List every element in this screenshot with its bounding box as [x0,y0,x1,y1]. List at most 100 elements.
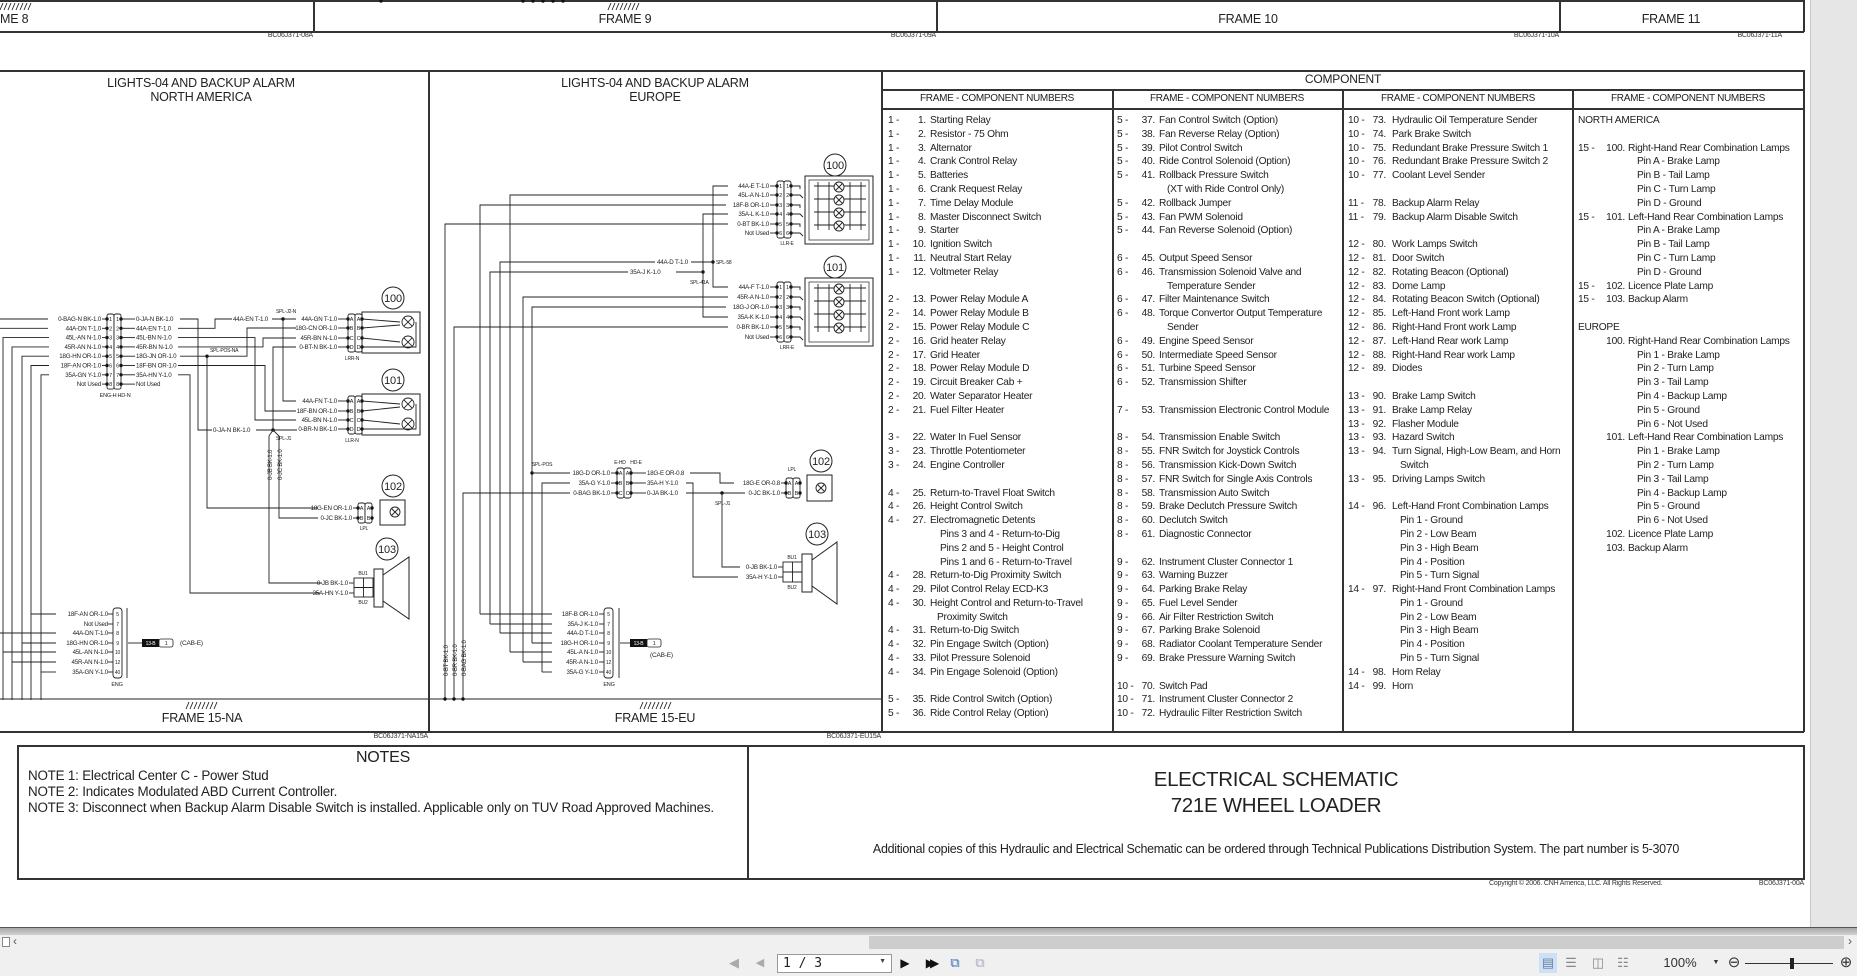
component-number: 77. [1372,170,1387,182]
two-page-view-icon[interactable]: ◫ [1591,955,1605,970]
component-pin-row: Pin 1 - Brake Lamp [1578,349,1727,363]
component-number: 35. [912,694,927,706]
component-entry: 9 -64.Parking Brake Relay [1117,583,1284,597]
resistor-wire [361,324,401,329]
zoom-slider[interactable] [1745,963,1833,964]
wire-label: 45R-A N-1.0 [737,294,770,301]
last-page-icon[interactable]: ▶▶ [925,956,939,970]
spacer-row [1117,542,1284,556]
pin-label: C [357,418,361,424]
component-entry: 12 -82.Rotating Beacon (Optional) [1348,266,1509,280]
page-number-select[interactable]: 1 / 3 ▼ [777,954,892,973]
wire [178,374,320,594]
frame-ref: BC06J371-11A [1737,32,1782,39]
wire-label: Not Used [745,334,770,341]
wire [178,337,296,421]
component-name: Fan PWM Solenoid [1159,211,1243,223]
note-3: NOTE 3: Disconnect when Backup Alarm Dis… [28,800,714,815]
frame-number: 5 - [1117,225,1129,237]
component-pin-detail: Pin 3 - High Beam [1400,542,1479,554]
pin-label: B [367,516,371,522]
component-entry: 9 -69.Brake Pressure Warning Switch [1117,652,1295,666]
wire [272,346,296,430]
previous-view-icon[interactable]: ⧉ [950,955,960,970]
component-number: 48. [1141,308,1156,320]
wire-label: Not Used [84,621,109,628]
wire-label: 35A-G Y-1.0 [578,480,610,487]
component-number: 54. [1141,432,1156,444]
previous-page-icon[interactable]: ◀ [755,957,765,969]
component-name: Return-to-Dig Switch [930,625,1019,637]
spacer-row [1117,418,1284,432]
component-name: Redundant Brake Pressure Switch 2 [1392,156,1548,168]
ground-hatch [619,2,624,11]
frame-number: 4 - [888,639,900,651]
connector-name: LLR-N [345,438,359,444]
single-page-view-button[interactable] [1539,953,1557,973]
zoom-dropdown-icon[interactable]: ▼ [1712,959,1720,966]
resistor-wire [361,406,401,412]
frame-number: 1 - [888,211,900,223]
component-name: Flasher Module [1392,418,1459,430]
component-entry: 11 -78.Backup Alarm Relay [1348,197,1479,211]
region-heading-row: NORTH AMERICA [1578,114,1727,128]
component-entry: 1 -5.Batteries [888,169,1072,183]
pin-label: 1 [116,317,119,323]
component-name: Instrument Cluster Connector 2 [1159,694,1294,706]
column-divider [1112,89,1114,731]
component-pin-row: Pin A - Brake Lamp [1578,224,1727,238]
zoom-level[interactable]: 100% [1663,955,1697,970]
component-name: Turbine Speed Sensor [1159,363,1256,375]
component-callout-circle [375,537,399,561]
component-pin-detail: Pin A - Brake Lamp [1637,156,1720,168]
continuous-view-icon[interactable]: ☰ [1565,955,1577,970]
wire [178,365,296,412]
component-number: 39. [1141,142,1156,154]
two-page-continuous-icon[interactable]: ☷ [1617,955,1629,970]
wire [272,429,318,519]
pin-label: 7 [109,373,112,379]
splice-label: SPL-58 [716,260,732,266]
scrollbar-thumb[interactable] [869,936,1844,949]
next-page-icon[interactable]: ▶ [900,956,910,970]
horizontal-scrollbar[interactable]: ‹ › [0,934,1857,950]
component-callout-number: 100 [826,160,844,172]
pin-label: 5 [607,612,610,618]
frame-number: 5 - [1117,142,1129,154]
scroll-left-arrow-icon[interactable]: ‹ [13,934,17,948]
component-entry: 8 -54.Transmission Enable Switch [1117,431,1284,445]
splice-label: SPL-J1 [276,436,292,442]
component-name: Transmission Auto Switch [1159,487,1270,499]
frame-15-eu-label: FRAME 15-EU [614,711,696,725]
pin-label: 7 [607,622,610,628]
frame-11-label: FRAME 11 [1641,12,1701,26]
lamp-housing-inner [808,179,870,241]
pin-label: 1 [109,317,112,323]
ground-hatch [0,2,4,11]
component-entry: 14 -96.Left-Hand Front Combination Lamps [1348,500,1549,514]
connector-name: HD-N [118,393,131,399]
component-number: 32. [912,639,927,651]
component-number: 7. [918,197,926,209]
component-number: 72. [1141,708,1156,720]
lamp-icon-cross [835,285,843,293]
component-entry: 1 -9.Starter [888,224,1072,238]
component-pin-row: Pin 4 - Position [1348,638,1479,652]
zoom-slider-thumb[interactable] [1790,958,1794,969]
main-box-bottom [0,731,1804,733]
wire-label: 18G-HN OR-1.0 [59,353,102,360]
pin-label: B [795,491,799,497]
zoom-out-icon[interactable]: ⊖ [1727,954,1741,971]
spacer-row [1348,376,1479,390]
zoom-in-icon[interactable]: ⊕ [1839,954,1853,971]
wire-label: 18G-E OR-0.8 [647,470,685,477]
first-page-icon[interactable]: ◀︎ [729,955,739,970]
next-view-icon[interactable]: ⧉ [975,955,985,970]
frame-15-na-label: FRAME 15-NA [161,711,243,725]
frame-number: 1 - [888,142,900,154]
scroll-right-arrow-icon[interactable]: › [1848,934,1852,948]
wire [712,185,728,288]
page-number-value: 1 / 3 [783,956,823,971]
wire [791,185,801,189]
wire-label: 44A-EN T-1.0 [136,325,172,332]
